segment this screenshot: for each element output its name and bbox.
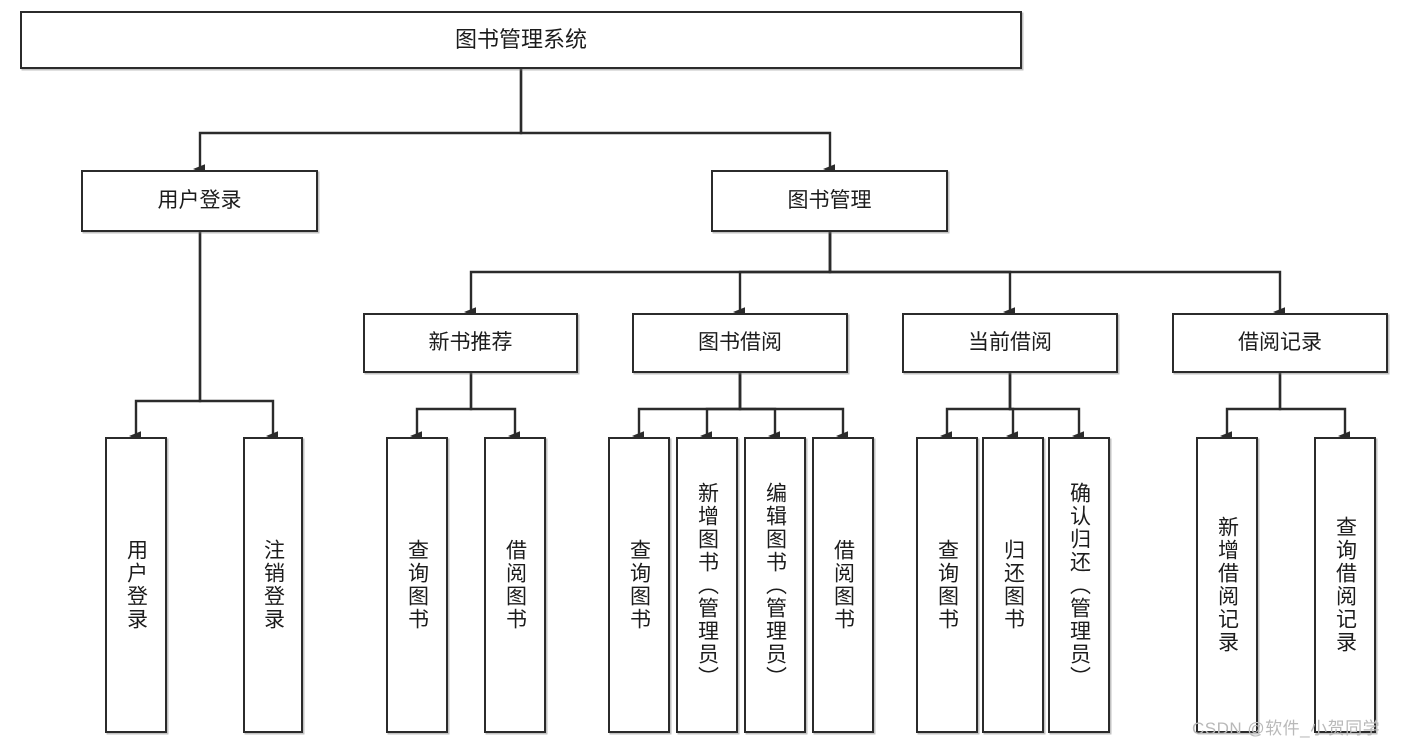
node-label: 当前借阅 <box>968 330 1052 354</box>
node-leaf-login-2[interactable]: 注销登录 <box>243 437 303 733</box>
edge-records-to-leaf-rec-2 <box>1278 373 1350 441</box>
node-label: 图书管理系统 <box>454 27 587 53</box>
node-label: 新增图书（管理员） <box>695 481 719 689</box>
node-label: 用户登录 <box>124 539 148 631</box>
node-label: 注销登录 <box>261 539 285 631</box>
node-leaf-bor-2[interactable]: 新增图书（管理员） <box>676 437 738 733</box>
node-label: 查询图书 <box>935 539 959 631</box>
node-label: 编辑图书（管理员） <box>763 481 787 689</box>
edge-newbook-to-leaf-new-1 <box>410 373 473 441</box>
node-leaf-rec-2[interactable]: 查询借阅记录 <box>1314 437 1376 733</box>
edge-bookmgmt-to-records <box>828 232 1285 317</box>
edge-layer <box>129 69 1350 441</box>
node-label: 查询借阅记录 <box>1333 516 1357 654</box>
node-label: 图书管理 <box>787 188 872 212</box>
node-newbook[interactable]: 新书推荐 <box>363 313 578 373</box>
edge-login-to-leaf-login-1 <box>129 232 202 441</box>
node-label: 确认归还（管理员） <box>1067 481 1091 689</box>
node-label: 用户登录 <box>157 188 242 212</box>
node-bookmgmt[interactable]: 图书管理 <box>711 170 948 232</box>
node-leaf-new-2[interactable]: 借阅图书 <box>484 437 546 733</box>
node-leaf-cur-2[interactable]: 归还图书 <box>982 437 1044 733</box>
edge-records-to-leaf-rec-1 <box>1220 373 1282 441</box>
edge-bookmgmt-to-borrow <box>733 232 832 317</box>
edge-root-to-login <box>193 69 523 174</box>
node-label: 查询图书 <box>405 539 429 631</box>
node-label: 借阅图书 <box>503 539 527 631</box>
node-root[interactable]: 图书管理系统 <box>20 11 1022 69</box>
node-current[interactable]: 当前借阅 <box>902 313 1118 373</box>
edge-borrow-to-leaf-bor-4 <box>738 373 848 441</box>
node-leaf-new-1[interactable]: 查询图书 <box>386 437 448 733</box>
node-leaf-login-1[interactable]: 用户登录 <box>105 437 167 733</box>
edge-newbook-to-leaf-new-2 <box>469 373 520 441</box>
node-label: 归还图书 <box>1001 539 1025 631</box>
node-label: 借阅记录 <box>1238 330 1322 354</box>
edge-root-to-bookmgmt <box>519 69 835 174</box>
node-records[interactable]: 借阅记录 <box>1172 313 1388 373</box>
node-leaf-bor-1[interactable]: 查询图书 <box>608 437 670 733</box>
edge-borrow-to-leaf-bor-1 <box>632 373 742 441</box>
node-label: 新增借阅记录 <box>1215 516 1239 654</box>
node-leaf-cur-3[interactable]: 确认归还（管理员） <box>1048 437 1110 733</box>
node-leaf-rec-1[interactable]: 新增借阅记录 <box>1196 437 1258 733</box>
node-leaf-bor-4[interactable]: 借阅图书 <box>812 437 874 733</box>
node-label: 新书推荐 <box>428 330 513 354</box>
node-login[interactable]: 用户登录 <box>81 170 318 232</box>
node-label: 图书借阅 <box>698 330 782 354</box>
edge-login-to-leaf-login-2 <box>198 232 278 441</box>
edge-current-to-leaf-cur-3 <box>1008 373 1084 441</box>
node-label: 借阅图书 <box>831 539 855 631</box>
edge-borrow-to-leaf-bor-3 <box>738 373 780 441</box>
node-leaf-bor-3[interactable]: 编辑图书（管理员） <box>744 437 806 733</box>
node-borrow[interactable]: 图书借阅 <box>632 313 848 373</box>
edge-current-to-leaf-cur-1 <box>940 373 1012 441</box>
edge-borrow-to-leaf-bor-2 <box>700 373 742 441</box>
node-leaf-cur-1[interactable]: 查询图书 <box>916 437 978 733</box>
node-label: 查询图书 <box>627 539 651 631</box>
